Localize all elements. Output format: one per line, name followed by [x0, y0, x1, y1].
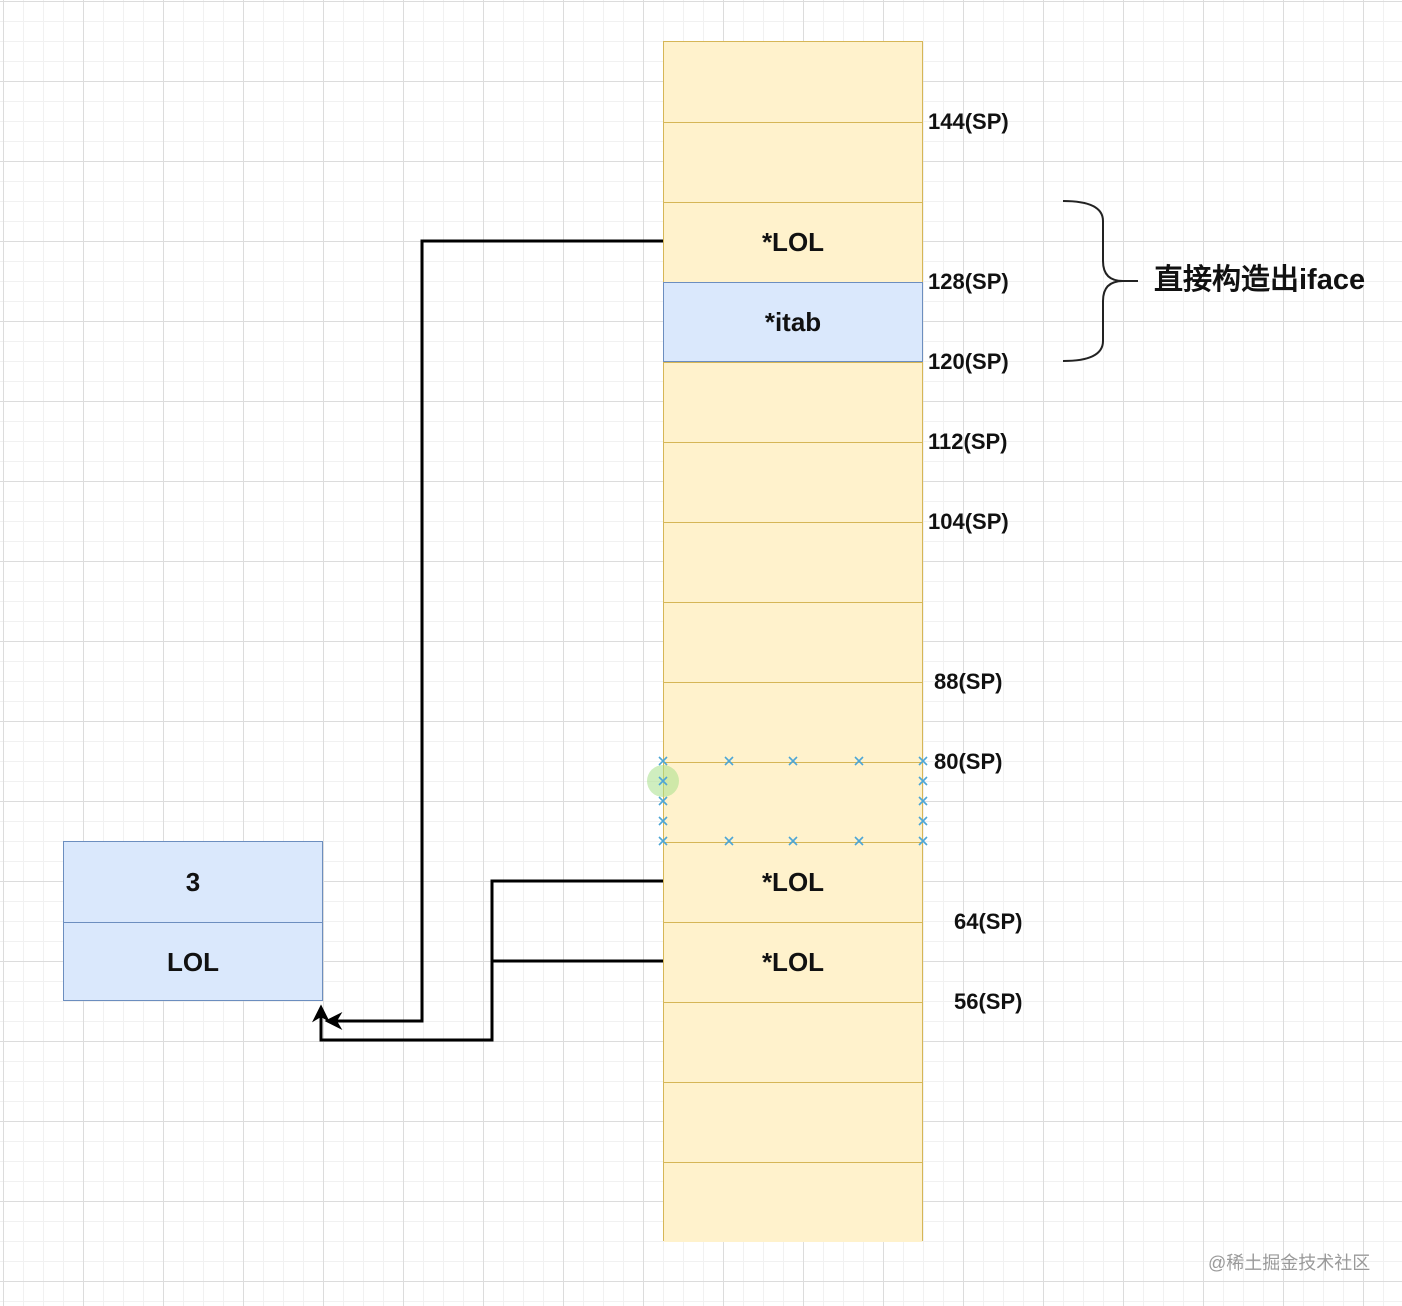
lol-object-value-cell[interactable]: 3 [64, 842, 322, 922]
stack-cell-11[interactable]: *LOL [664, 922, 922, 1002]
stack-cell-0[interactable] [664, 42, 922, 122]
stack-cell-7[interactable] [664, 602, 922, 682]
offset-label-80: 80(SP) [934, 749, 1003, 774]
stack-cell-6[interactable] [664, 522, 922, 602]
lol-object[interactable]: 3 LOL [63, 841, 323, 1001]
selection-markers [658, 756, 928, 846]
lol-object-type: LOL [167, 947, 219, 977]
stack-cell-11-label: *LOL [761, 947, 825, 977]
stack-cell-10[interactable]: *LOL [664, 842, 922, 922]
stack-cell-2-label: *LOL [761, 227, 825, 257]
offset-label-128: 128(SP) [928, 269, 1009, 294]
offset-label-112: 112(SP) [928, 429, 1008, 454]
watermark: @稀土掘金技术社区 [1208, 1253, 1371, 1273]
offset-label-88: 88(SP) [934, 669, 1003, 694]
stack-cell-5[interactable] [664, 442, 922, 522]
stack-cell-13[interactable] [664, 1082, 922, 1162]
stack-cell-9[interactable] [664, 762, 922, 842]
stack-frame[interactable]: *LOL *itab *LOL *LOL [663, 41, 923, 1242]
offset-label-144: 144(SP) [928, 109, 1009, 134]
stack-cell-10-label: *LOL [761, 867, 825, 897]
stack-cell-8[interactable] [664, 682, 922, 762]
lol-object-value: 3 [185, 866, 201, 897]
stack-cell-3-label: *itab [764, 306, 822, 337]
pointer-arrow-lol-1[interactable] [312, 879, 663, 1042]
lol-object-type-cell[interactable]: LOL [64, 922, 322, 1002]
offset-label-56: 56(SP) [954, 989, 1023, 1014]
iface-annotation-label: 直接构造出iface [1154, 264, 1366, 296]
stack-cell-3[interactable]: *itab [663, 282, 923, 362]
stack-cell-4[interactable] [664, 362, 922, 442]
pointer-arrow-iface-data[interactable] [324, 239, 663, 1030]
curly-brace [1062, 200, 1138, 362]
offset-label-104: 104(SP) [928, 509, 1009, 534]
offset-label-64: 64(SP) [954, 909, 1023, 934]
stack-cell-1[interactable] [664, 122, 922, 202]
stack-cell-14[interactable] [664, 1162, 922, 1242]
stack-cell-2[interactable]: *LOL [664, 202, 922, 282]
offset-label-120: 120(SP) [928, 349, 1009, 374]
stack-cell-12[interactable] [664, 1002, 922, 1082]
